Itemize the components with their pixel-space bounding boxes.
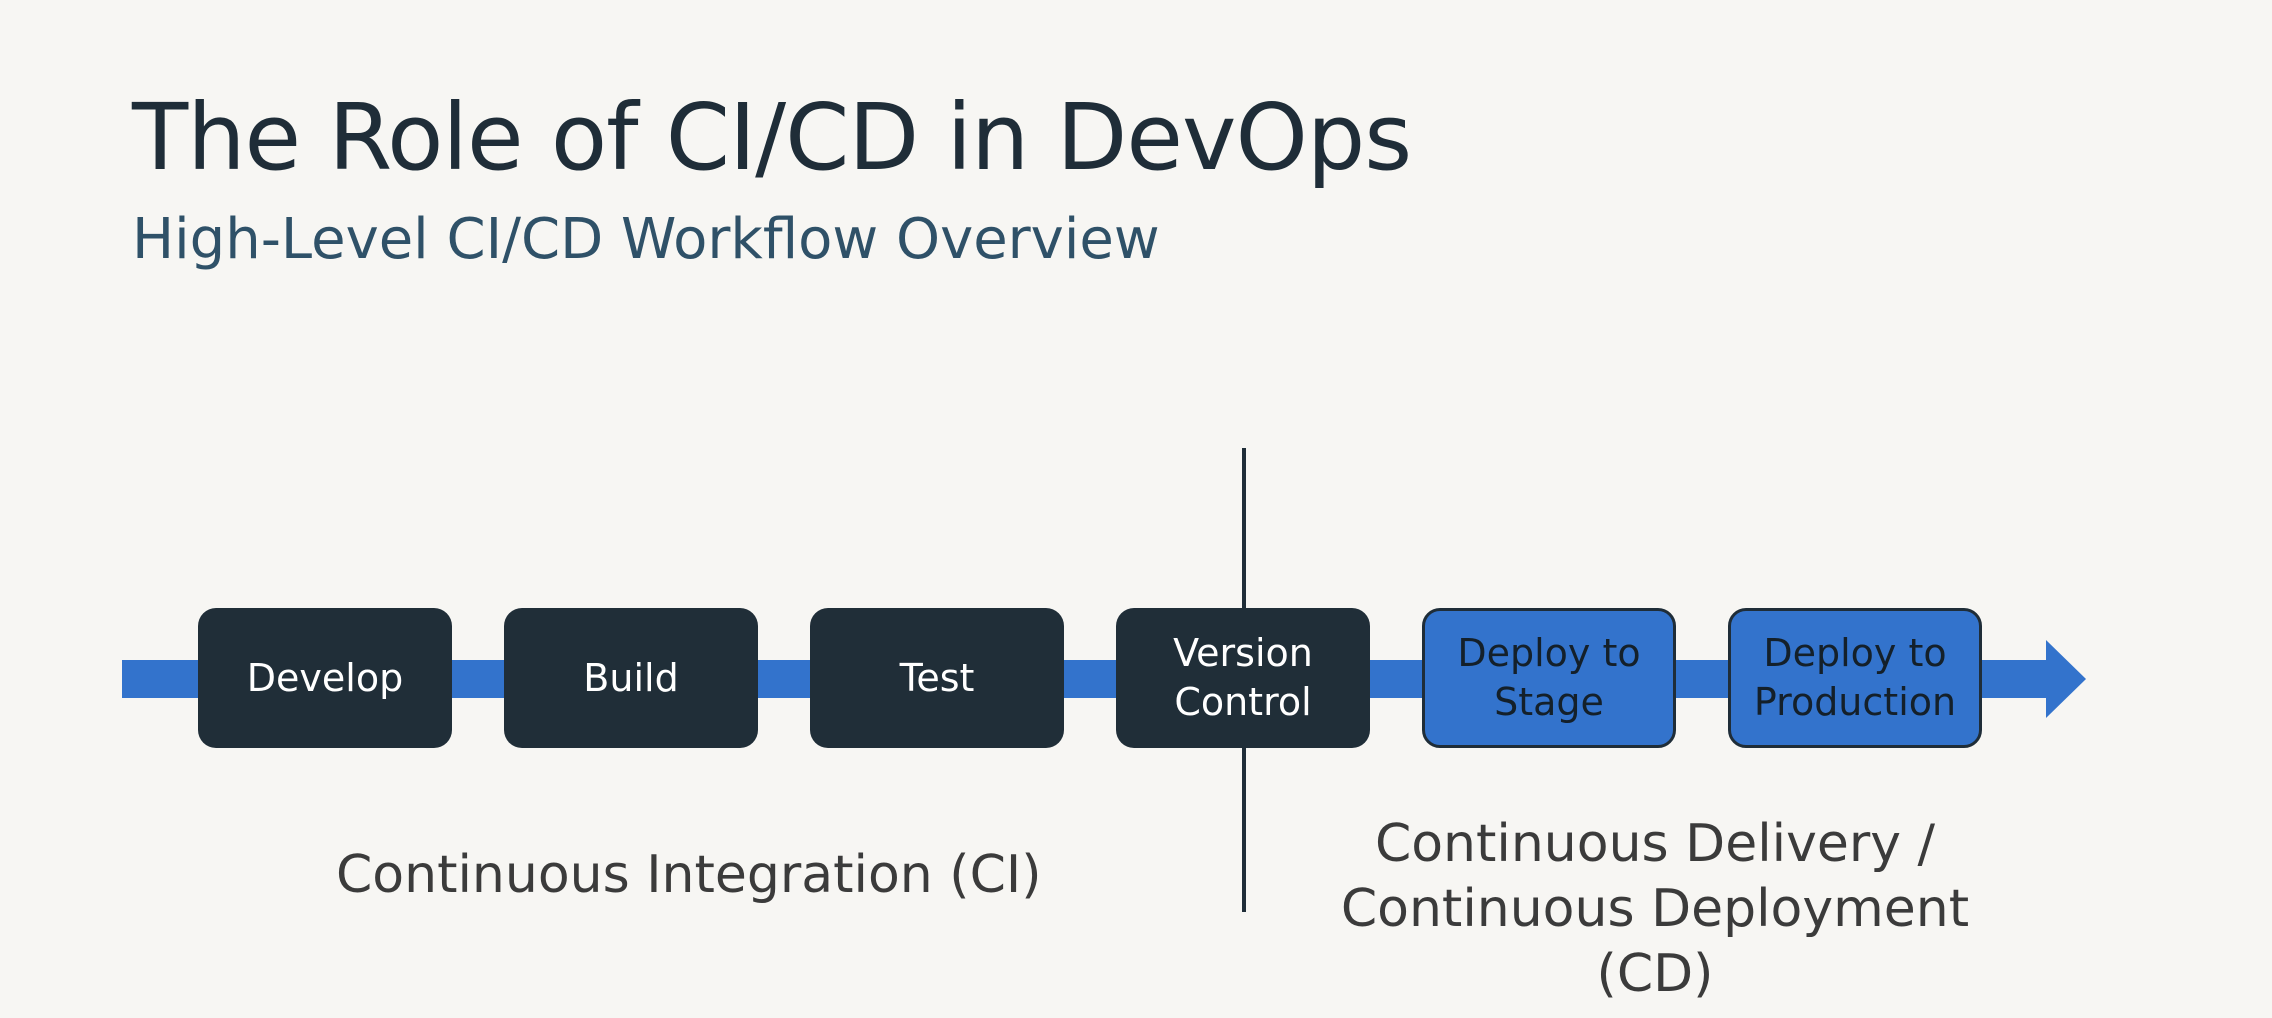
- stage-develop: Develop: [198, 608, 452, 748]
- cd-phase-label: Continuous Delivery / Continuous Deploym…: [1340, 814, 1970, 1004]
- stage-version-control: Version Control: [1116, 608, 1370, 748]
- page-subtitle: High-Level CI/CD Workflow Overview: [132, 207, 1160, 272]
- ci-phase-label: Continuous Integration (CI): [336, 845, 1042, 905]
- stage-deploy-to-stage: Deploy to Stage: [1422, 608, 1676, 748]
- stage-deploy-to-production: Deploy to Production: [1728, 608, 1982, 748]
- stage-build: Build: [504, 608, 758, 748]
- stage-test: Test: [810, 608, 1064, 748]
- page-title: The Role of CI/CD in DevOps: [132, 84, 1412, 191]
- flow-arrowhead: [2046, 640, 2086, 718]
